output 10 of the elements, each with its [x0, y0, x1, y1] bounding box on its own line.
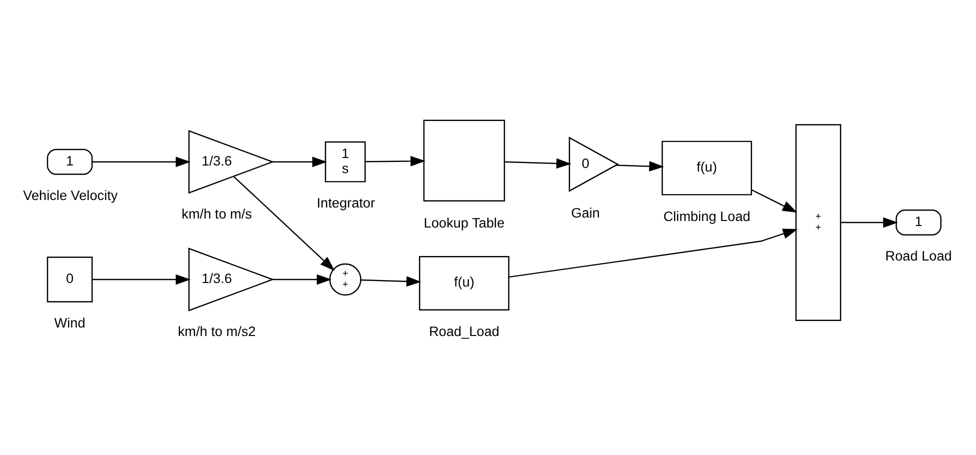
node-label: Lookup Table: [424, 215, 505, 230]
node-label: Vehicle Velocity: [23, 188, 118, 204]
node-label: Road_Load: [428, 324, 500, 340]
node-label: Climbing Load: [663, 209, 750, 224]
node-label: Integrator: [316, 195, 376, 210]
node-label: km/h to m/s: [182, 206, 252, 222]
node-label: Road Load: [885, 248, 952, 264]
node-label: km/h to m/s2: [178, 324, 256, 340]
node-label: Gain: [571, 205, 600, 220]
node-label: Wind: [54, 316, 86, 331]
